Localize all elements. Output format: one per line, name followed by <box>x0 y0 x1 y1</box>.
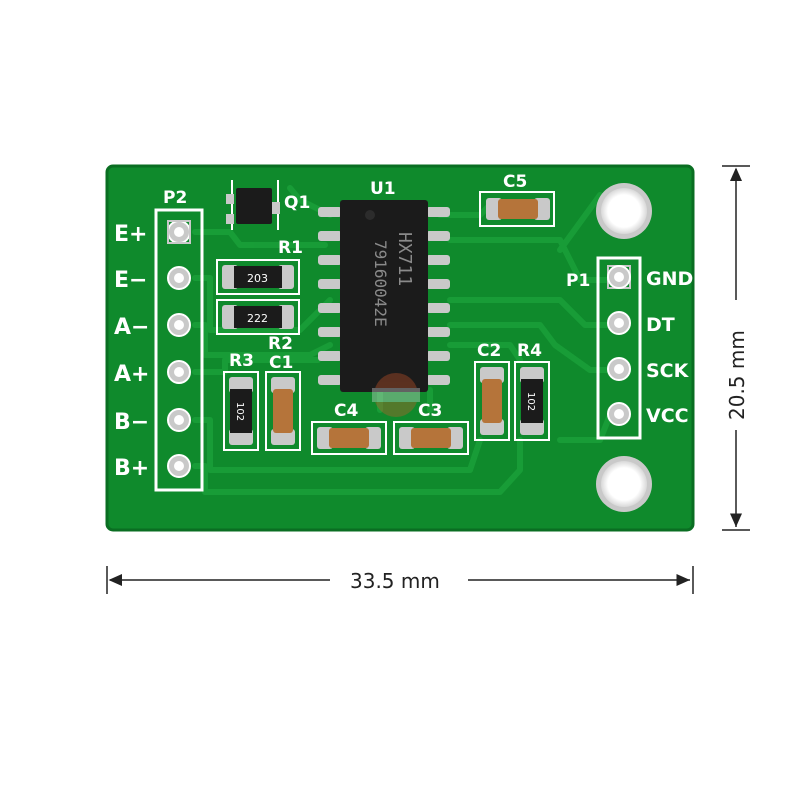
p2-pin-label-b-minus: B− <box>114 410 149 435</box>
r4-outline <box>514 361 550 441</box>
label-r1: R1 <box>278 238 303 258</box>
c2-capacitor <box>480 367 504 435</box>
r2-outline <box>216 299 300 335</box>
p1-header-outline <box>596 256 642 440</box>
label-p2: P2 <box>163 188 187 208</box>
c4-capacitor <box>317 427 381 449</box>
r2-resistor <box>222 305 294 329</box>
u1-chip <box>318 200 450 392</box>
p1-pin-label-sck: SCK <box>646 360 690 382</box>
c1-outline <box>265 371 301 451</box>
c3-outline <box>393 421 469 455</box>
chip-marking-line1: HX711 <box>394 232 415 286</box>
label-r2: R2 <box>268 334 293 354</box>
label-c5: C5 <box>503 172 527 192</box>
label-r4: R4 <box>517 341 542 361</box>
chip-marking-line2: 79160042E <box>371 240 390 327</box>
c4-outline <box>311 421 387 455</box>
p2-pads <box>167 220 191 478</box>
dimension-width-label: 33.5 mm <box>350 569 440 593</box>
dimension-height-label: 20.5 mm <box>725 330 749 420</box>
p1-pin-label-vcc: VCC <box>646 405 689 427</box>
label-c3: C3 <box>418 401 442 421</box>
p2-pin-label-a-plus: A+ <box>114 362 149 387</box>
label-c4: C4 <box>334 401 358 421</box>
r1-code: 203 <box>247 272 268 285</box>
label-p1: P1 <box>566 271 590 291</box>
r4-code: 102 <box>525 392 536 411</box>
label-c2: C2 <box>477 341 501 361</box>
c2-outline <box>474 361 510 441</box>
dimension-width <box>106 566 694 594</box>
c3-capacitor <box>399 427 463 449</box>
c5-capacitor <box>486 198 550 220</box>
r3-outline <box>223 371 259 451</box>
q1-transistor <box>226 180 280 230</box>
watermark-logo <box>372 373 420 417</box>
r1-outline <box>216 259 300 295</box>
r3-code: 102 <box>234 402 245 421</box>
p2-pin-label-e-plus: E+ <box>114 222 147 247</box>
label-q1: Q1 <box>284 193 310 213</box>
r3-resistor <box>229 377 253 445</box>
dimension-height <box>722 165 750 531</box>
p2-pin-label-a-minus: A− <box>114 315 149 340</box>
label-c1: C1 <box>269 353 293 373</box>
r4-resistor <box>520 367 544 435</box>
p1-pin-label-dt: DT <box>646 314 675 336</box>
c5-outline <box>479 191 555 227</box>
r1-resistor <box>222 265 294 289</box>
r2-code: 222 <box>247 312 268 325</box>
p2-pin-label-e-minus: E− <box>114 268 147 293</box>
label-r3: R3 <box>229 351 254 371</box>
p1-pin-label-gnd: GND <box>646 268 693 290</box>
p2-pin-label-b-plus: B+ <box>114 456 149 481</box>
label-u1: U1 <box>370 179 396 199</box>
p2-header-outline <box>154 208 204 492</box>
c1-capacitor <box>271 377 295 445</box>
p1-pads <box>607 265 631 426</box>
